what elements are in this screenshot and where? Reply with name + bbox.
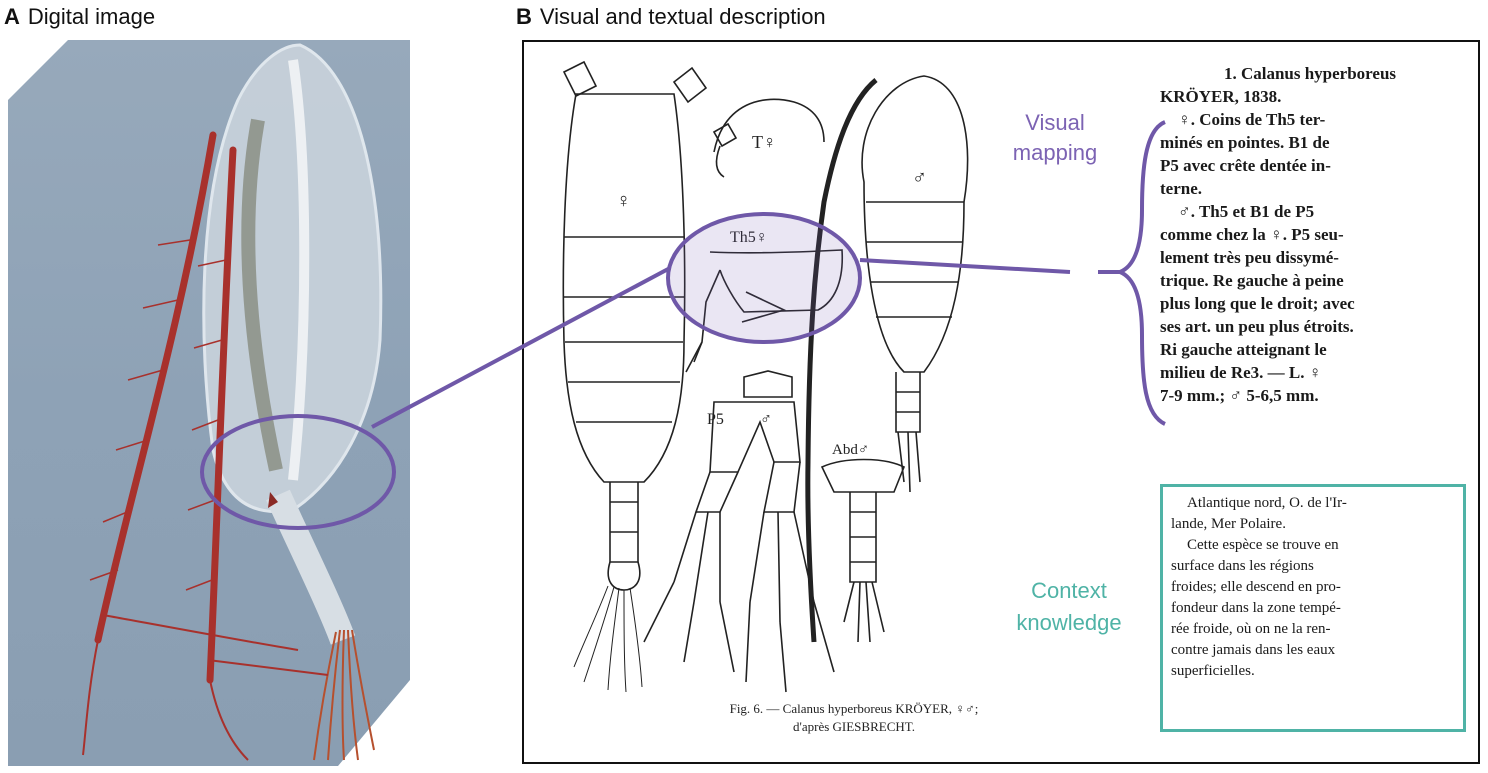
female-setae-drawing — [573, 585, 643, 693]
context-line: lande, Mer Polaire. — [1171, 516, 1286, 532]
description-line: ♀. Coins de Th5 ter- — [1178, 110, 1326, 129]
species-description: 1. Calanus hyperboreus KRÖYER, 1838. ♀. … — [1160, 62, 1460, 407]
visual-mapping-line: Visual — [1025, 110, 1085, 135]
female-dorsal-drawing — [562, 60, 708, 591]
context-line: surface dans les régions — [1171, 558, 1314, 574]
description-line: P5 avec crête dentée in- — [1160, 156, 1331, 175]
abd-male-label: Abd♂ — [832, 442, 869, 458]
panel-b-letter: B — [516, 4, 532, 29]
panel-b-text: Visual and textual description — [539, 4, 826, 29]
male-antenna-drawing — [805, 78, 878, 643]
description-line: ses art. un peu plus étroits. — [1160, 317, 1354, 336]
description-line: 7-9 mm.; ♂ 5-6,5 mm. — [1160, 386, 1319, 405]
photo-corner — [8, 40, 68, 100]
description-line: minés en pointes. B1 de — [1160, 133, 1330, 152]
description-line: terne. — [1160, 179, 1203, 198]
caption-line: Fig. 6. — Calanus hyperboreus KRÖYER, ♀♂… — [729, 701, 979, 716]
p5-male-symbol: ♂ — [760, 411, 772, 428]
copepod-photo — [8, 40, 410, 766]
th5-female-drawing — [685, 249, 844, 373]
context-line: rée froide, où on ne la ren- — [1171, 621, 1331, 637]
male-dorsal-drawing — [861, 75, 969, 493]
th5-female-label: Th5♀ — [730, 229, 768, 246]
abd-male-drawing — [820, 458, 906, 643]
description-line: lement très peu dissymé- — [1160, 248, 1339, 267]
context-line: fondeur dans la zone tempé- — [1171, 600, 1341, 616]
female-symbol: ♀ — [616, 190, 631, 212]
t-female-label: T♀ — [752, 132, 777, 152]
description-line: comme chez la ♀. P5 seu- — [1160, 225, 1344, 244]
photo-corner — [338, 680, 410, 766]
context-knowledge-line: knowledge — [1016, 610, 1122, 635]
context-line: contre jamais dans les eaux — [1171, 642, 1336, 658]
panel-b-title: B Visual and textual description — [516, 4, 826, 30]
context-knowledge-box: Atlantique nord, O. de l'Ir- lande, Mer … — [1160, 484, 1466, 732]
context-line: Atlantique nord, O. de l'Ir- — [1187, 495, 1347, 511]
context-line: froides; elle descend en pro- — [1171, 579, 1341, 595]
panel-a-text: Digital image — [27, 4, 156, 29]
description-line: milieu de Re3. — L. ♀ — [1160, 363, 1322, 382]
context-line: Cette espèce se trouve en — [1187, 537, 1339, 553]
context-line: superficielles. — [1171, 663, 1255, 679]
caption-line: d'après GIESBRECHT. — [793, 719, 915, 734]
caudal-setae — [313, 629, 375, 761]
description-line: 1. Calanus hyperboreus — [1223, 64, 1397, 83]
t-female-drawing — [712, 98, 825, 178]
description-line: ♂. Th5 et B1 de P5 — [1178, 202, 1315, 221]
context-knowledge-label: Context knowledge — [994, 575, 1144, 639]
visual-mapping-line: mapping — [1012, 140, 1098, 165]
p5-label: P5 — [707, 411, 724, 428]
panel-a-title: A Digital image — [4, 4, 155, 30]
description-line: KRÖYER, 1838. — [1160, 87, 1282, 106]
description-line: plus long que le droit; avec — [1160, 294, 1355, 313]
male-symbol: ♂ — [912, 167, 927, 189]
copepod-photo-drawing — [8, 40, 410, 766]
context-knowledge-line: Context — [1031, 578, 1107, 603]
figure-caption: Fig. 6. — Calanus hyperboreus KRÖYER, ♀♂… — [664, 700, 1044, 736]
p5-male-drawing — [643, 370, 835, 693]
urosome — [266, 489, 356, 645]
description-line: Ri gauche atteignant le — [1160, 340, 1327, 359]
visual-mapping-label: Visual mapping — [1000, 108, 1110, 168]
antenna-branches — [82, 614, 329, 761]
description-line: trique. Re gauche à peine — [1160, 271, 1344, 290]
panel-a-letter: A — [4, 4, 20, 29]
